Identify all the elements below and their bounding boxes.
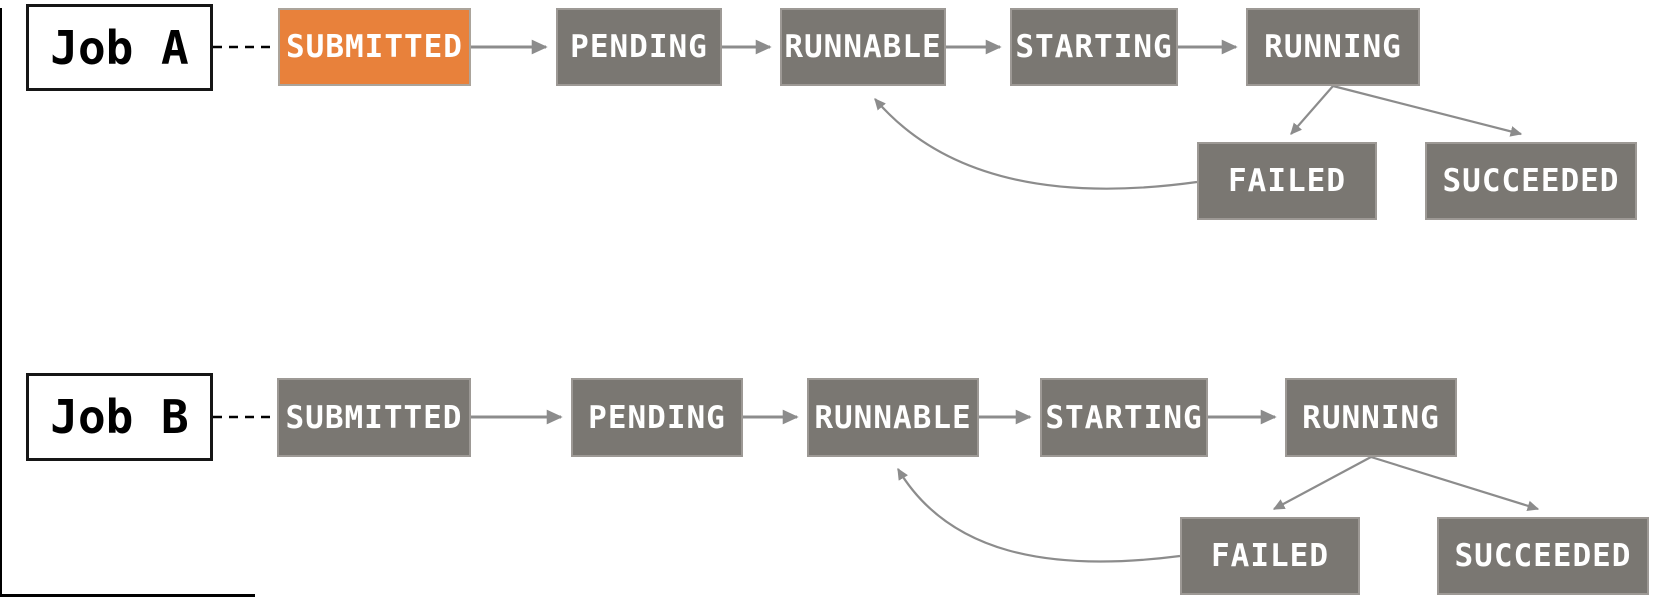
state-label: FAILED: [1211, 538, 1329, 574]
arrow-running-succeeded-a: [1332, 84, 1523, 137]
state-box-succeeded-b: SUCCEEDED: [1437, 517, 1649, 595]
arrow-running-failed-a: [1290, 85, 1334, 135]
state-box-running-b: RUNNING: [1285, 378, 1457, 457]
job-a-label: Job A: [50, 20, 189, 75]
state-box-runnable-a: RUNNABLE: [780, 8, 946, 86]
state-box-succeeded-a: SUCCEEDED: [1425, 142, 1637, 220]
state-box-starting-a: STARTING: [1010, 8, 1178, 86]
state-label: PENDING: [588, 399, 726, 436]
state-box-starting-b: STARTING: [1040, 378, 1208, 457]
state-label: SUCCEEDED: [1442, 163, 1620, 199]
state-label: SUCCEEDED: [1454, 538, 1632, 574]
arrow-running-succeeded-b: [1370, 455, 1540, 512]
state-box-submitted-b: SUBMITTED: [277, 378, 471, 457]
state-box-running-a: RUNNING: [1246, 8, 1420, 86]
arrow-failed-runnable-a: [874, 98, 1198, 190]
state-label: PENDING: [570, 29, 708, 65]
state-label: RUNNABLE: [814, 399, 972, 436]
state-box-pending-b: PENDING: [571, 378, 743, 457]
frame-left-edge: [0, 8, 2, 595]
state-label: FAILED: [1228, 163, 1346, 199]
state-label: SUBMITTED: [285, 399, 463, 436]
state-box-failed-a: FAILED: [1197, 142, 1377, 220]
state-label: RUNNING: [1302, 399, 1440, 436]
frame-bottom-edge: [0, 594, 255, 597]
state-box-failed-b: FAILED: [1180, 517, 1360, 595]
arrow-running-failed-b: [1272, 456, 1372, 510]
state-box-submitted-a: SUBMITTED: [278, 8, 471, 86]
job-a-label-box: Job A: [26, 4, 213, 91]
arrow-failed-runnable-b: [897, 467, 1181, 563]
state-label: RUNNING: [1264, 29, 1402, 65]
state-label: RUNNABLE: [784, 29, 942, 65]
job-b-label-box: Job B: [26, 373, 213, 461]
state-label: SUBMITTED: [286, 29, 463, 65]
state-label: STARTING: [1015, 29, 1173, 65]
job-b-label: Job B: [50, 390, 189, 444]
state-box-runnable-b: RUNNABLE: [807, 378, 979, 457]
state-box-pending-a: PENDING: [556, 8, 722, 86]
state-label: STARTING: [1045, 399, 1203, 436]
